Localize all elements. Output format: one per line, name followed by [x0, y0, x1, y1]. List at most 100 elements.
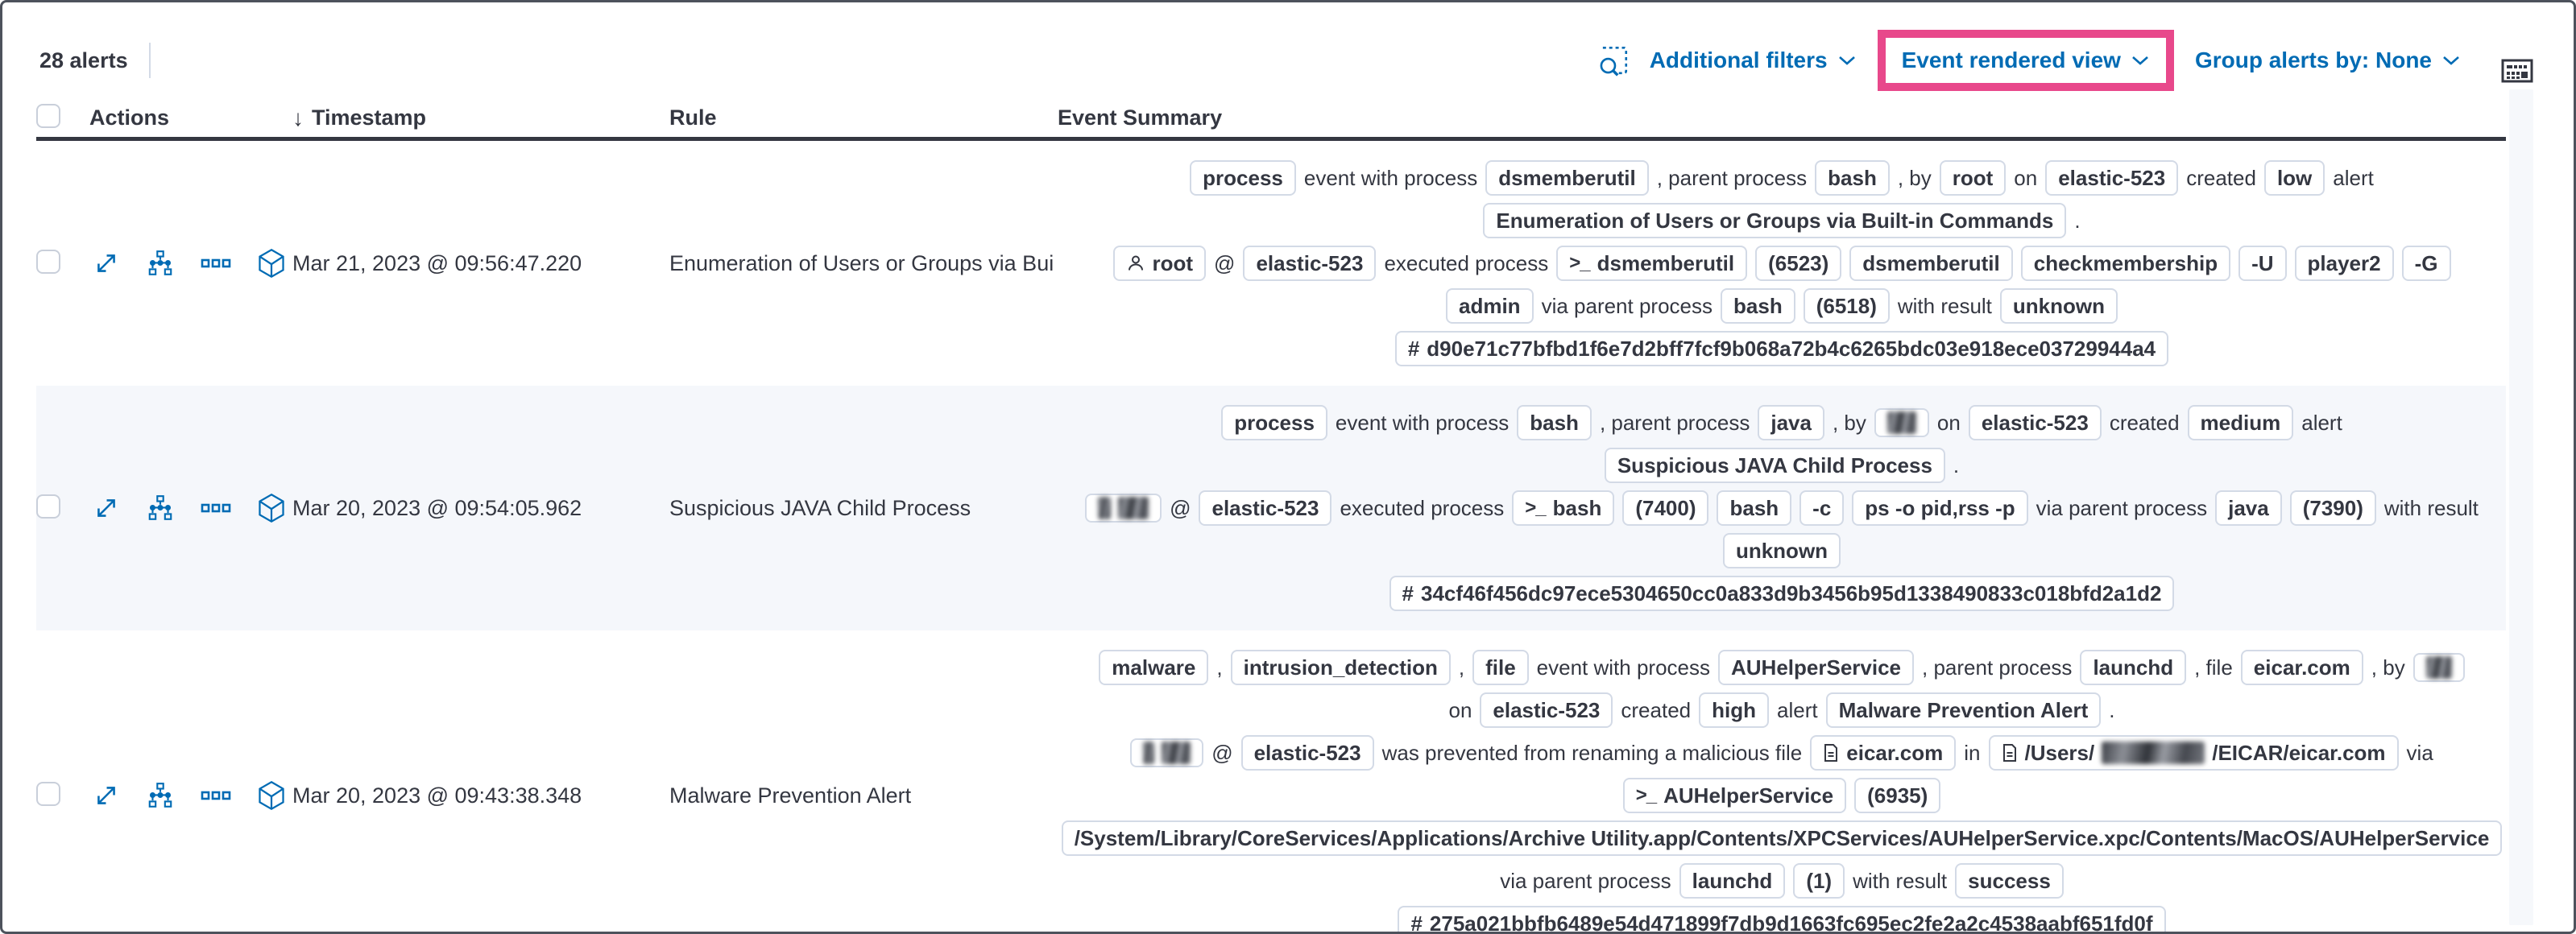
more-actions-button[interactable] — [197, 498, 234, 518]
expand-alert-button[interactable] — [89, 246, 123, 280]
field-badge[interactable]: (6523) — [1755, 246, 1842, 281]
session-view-icon — [257, 248, 286, 279]
field-badge[interactable]: elastic-523 — [1480, 692, 1613, 728]
field-badge[interactable] — [1874, 408, 1929, 437]
vertical-scrollbar[interactable] — [2509, 89, 2533, 925]
field-badge[interactable]: -G — [2401, 246, 2451, 281]
field-badge[interactable]: bash — [1721, 288, 1795, 324]
field-badge[interactable]: success — [1955, 863, 2064, 899]
field-badge[interactable]: admin — [1445, 288, 1534, 324]
field-badge[interactable]: intrusion_detection — [1230, 650, 1451, 685]
field-badge[interactable]: bash — [1717, 490, 1792, 526]
field-badge[interactable]: high — [1699, 692, 1769, 728]
summary-text: , file — [2194, 655, 2233, 680]
field-badge[interactable]: root — [1112, 246, 1207, 281]
field-badge[interactable]: checkmembership — [2020, 246, 2231, 281]
row-checkbox[interactable] — [36, 494, 60, 519]
inspect-button[interactable] — [1593, 40, 1634, 81]
field-badge[interactable]: eicar.com — [2240, 650, 2363, 685]
hash-icon: # — [1407, 337, 1420, 361]
highlight-annotation: Event rendered view — [1877, 30, 2174, 91]
field-badge[interactable]: #34cf46f456dc97ece5304650cc0a833d9b3456b… — [1389, 576, 2175, 611]
alerts-toolbar: 28 alerts Additional filters — [39, 27, 2537, 94]
view-selector-button[interactable]: Event rendered view — [1892, 43, 2160, 78]
field-badge[interactable] — [2412, 653, 2465, 682]
field-badge[interactable] — [1130, 738, 1204, 767]
alert-rule-name[interactable]: Suspicious JAVA Child Process — [669, 495, 971, 520]
field-badge[interactable]: dsmemberutil — [1849, 246, 2013, 281]
alert-rule-name[interactable]: Enumeration of Users or Groups via Bui — [669, 250, 1054, 275]
field-badge[interactable]: ps -o pid,rss -p — [1852, 490, 2028, 526]
field-badge[interactable]: process — [1221, 405, 1327, 440]
field-badge[interactable] — [1085, 494, 1162, 523]
field-badge[interactable]: Suspicious JAVA Child Process — [1604, 448, 1945, 483]
field-badge[interactable]: malware — [1099, 650, 1209, 685]
analyze-event-button[interactable] — [143, 779, 178, 812]
select-all-checkbox[interactable] — [36, 104, 60, 128]
session-view-button[interactable] — [254, 245, 289, 282]
field-badge[interactable]: elastic-523 — [1240, 735, 1374, 771]
field-badge[interactable]: process — [1190, 160, 1296, 196]
field-badge[interactable]: dsmemberutil — [1485, 160, 1649, 196]
field-badge[interactable]: -U — [2238, 246, 2287, 281]
field-badge[interactable]: Enumeration of Users or Groups via Built… — [1483, 203, 2067, 238]
field-badge[interactable]: #275a021bbfb6489e54d471899f7db9d1663fc69… — [1398, 906, 2166, 932]
field-badge[interactable]: /Users//EICAR/eicar.com — [1988, 735, 2399, 771]
field-badge[interactable]: /System/Library/CoreServices/Application… — [1061, 820, 2503, 856]
more-actions-button[interactable] — [197, 786, 234, 805]
analyze-event-button[interactable] — [143, 491, 178, 525]
field-badge[interactable]: player2 — [2294, 246, 2394, 281]
field-badge[interactable]: medium — [2187, 405, 2294, 440]
field-badge[interactable]: java — [1758, 405, 1824, 440]
expand-alert-button[interactable] — [89, 491, 123, 525]
field-badge[interactable]: (6935) — [1854, 778, 1941, 813]
field-badge[interactable]: elastic-523 — [1199, 490, 1332, 526]
field-badge[interactable]: -c — [1799, 490, 1845, 526]
session-view-button[interactable] — [254, 490, 289, 527]
field-badge[interactable]: (1) — [1793, 863, 1845, 899]
session-view-button[interactable] — [254, 777, 289, 814]
expand-alert-button[interactable] — [89, 779, 123, 812]
summary-line: /System/Library/CoreServices/Application… — [1061, 820, 2503, 856]
field-badge[interactable]: elastic-523 — [1968, 405, 2102, 440]
field-badge[interactable]: bash — [1517, 405, 1592, 440]
field-badge[interactable]: unknown — [1999, 288, 2118, 324]
field-badge[interactable]: >_AUHelperService — [1622, 778, 1847, 813]
alert-timestamp: Mar 20, 2023 @ 09:54:05.962 — [292, 495, 582, 520]
field-badge[interactable]: >_dsmemberutil — [1556, 246, 1748, 281]
field-badge[interactable]: launchd — [2080, 650, 2187, 685]
more-actions-button[interactable] — [197, 254, 234, 273]
field-badge[interactable]: bash — [1815, 160, 1890, 196]
field-badge[interactable]: elastic-523 — [2045, 160, 2179, 196]
summary-text: . — [1953, 453, 1960, 477]
additional-filters-button[interactable]: Additional filters — [1640, 43, 1866, 78]
header-actions: Actions — [89, 105, 170, 130]
field-badge[interactable]: (7400) — [1622, 490, 1709, 526]
field-badge[interactable]: #d90e71c77bfbd1f6e7d2bff7fcf9b068a72b4c6… — [1394, 331, 2169, 366]
redacted-value — [1886, 411, 1916, 434]
field-badge[interactable]: file — [1472, 650, 1529, 685]
field-badge[interactable]: root — [1939, 160, 2007, 196]
field-badge[interactable]: (7390) — [2289, 490, 2376, 526]
header-timestamp[interactable]: ↓ Timestamp — [292, 105, 427, 130]
field-badge[interactable]: launchd — [1679, 863, 1786, 899]
analyze-event-button[interactable] — [143, 246, 178, 280]
field-badge[interactable]: AUHelperService — [1718, 650, 1914, 685]
field-badge[interactable]: (6518) — [1803, 288, 1890, 324]
keyboard-shortcuts-button[interactable] — [2498, 56, 2537, 86]
field-badge[interactable]: unknown — [1722, 533, 1841, 568]
alert-rule-name[interactable]: Malware Prevention Alert — [669, 783, 912, 808]
field-badge[interactable]: java — [2215, 490, 2282, 526]
row-checkbox[interactable] — [36, 249, 60, 274]
group-alerts-button[interactable]: Group alerts by: None — [2185, 43, 2470, 78]
field-badge[interactable]: elastic-523 — [1243, 246, 1377, 281]
chevron-down-icon — [2131, 54, 2150, 67]
field-badge[interactable]: eicar.com — [1810, 735, 1957, 771]
field-badge[interactable]: Malware Prevention Alert — [1825, 692, 2102, 728]
row-checkbox[interactable] — [36, 781, 60, 806]
field-badge[interactable]: >_bash — [1512, 490, 1615, 526]
field-badge[interactable]: low — [2263, 160, 2325, 196]
